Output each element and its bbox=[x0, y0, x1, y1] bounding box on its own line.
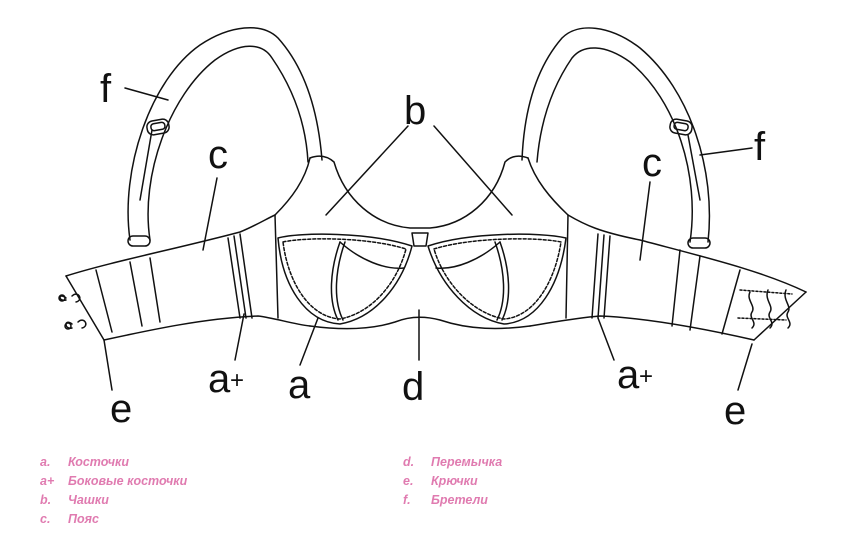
label-c-left: c bbox=[208, 133, 228, 177]
label-f-right: f bbox=[754, 125, 766, 169]
legend-text: Крючки bbox=[431, 474, 478, 488]
legend-text: Пояс bbox=[68, 512, 99, 526]
legend-key: b. bbox=[40, 493, 68, 507]
label-c-right: c bbox=[642, 141, 662, 185]
label-b: b bbox=[404, 89, 426, 133]
hooks-right bbox=[738, 290, 792, 328]
legend-item: e.Крючки bbox=[403, 471, 502, 490]
legend-right: d.Перемычка e.Крючки f.Бретели bbox=[403, 452, 502, 509]
cup-necklines bbox=[275, 156, 568, 228]
hooks-left bbox=[59, 294, 86, 329]
label-a: a bbox=[288, 363, 311, 407]
legend-key: f. bbox=[403, 493, 431, 507]
left-band bbox=[66, 215, 310, 340]
legend-item: f.Бретели bbox=[403, 490, 502, 509]
left-cup bbox=[278, 234, 412, 324]
legend-text: Косточки bbox=[68, 455, 129, 469]
label-a-plus-left: a bbox=[208, 357, 231, 401]
legend-text: Чашки bbox=[68, 493, 109, 507]
label-f-left: f bbox=[100, 67, 112, 111]
legend-item: d.Перемычка bbox=[403, 452, 502, 471]
label-a-plus-right: a bbox=[617, 353, 640, 397]
label-d: d bbox=[402, 365, 424, 409]
legend-text: Бретели bbox=[431, 493, 488, 507]
legend-item: b.Чашки bbox=[40, 490, 187, 509]
legend-item: a.Косточки bbox=[40, 452, 187, 471]
legend-key: a. bbox=[40, 455, 68, 469]
legend-left: a.Косточки a+Боковые косточки b.Чашки c.… bbox=[40, 452, 187, 528]
right-band bbox=[530, 215, 806, 340]
legend-item: a+Боковые косточки bbox=[40, 471, 187, 490]
plus-sign-left: + bbox=[230, 367, 244, 394]
bra-diagram: f b c c f a + a d a + e e bbox=[0, 0, 844, 440]
legend-item: c.Пояс bbox=[40, 509, 187, 528]
legend-key: a+ bbox=[40, 474, 68, 488]
right-cup bbox=[428, 234, 566, 324]
legend-key: c. bbox=[40, 512, 68, 526]
right-strap bbox=[522, 28, 710, 248]
legend-key: d. bbox=[403, 455, 431, 469]
label-e-right: e bbox=[724, 389, 746, 433]
legend-key: e. bbox=[403, 474, 431, 488]
legend-text: Боковые косточки bbox=[68, 474, 187, 488]
plus-sign-right: + bbox=[639, 363, 653, 390]
legend-text: Перемычка bbox=[431, 455, 502, 469]
label-e-left: e bbox=[110, 387, 132, 431]
leader-lines bbox=[104, 88, 752, 390]
